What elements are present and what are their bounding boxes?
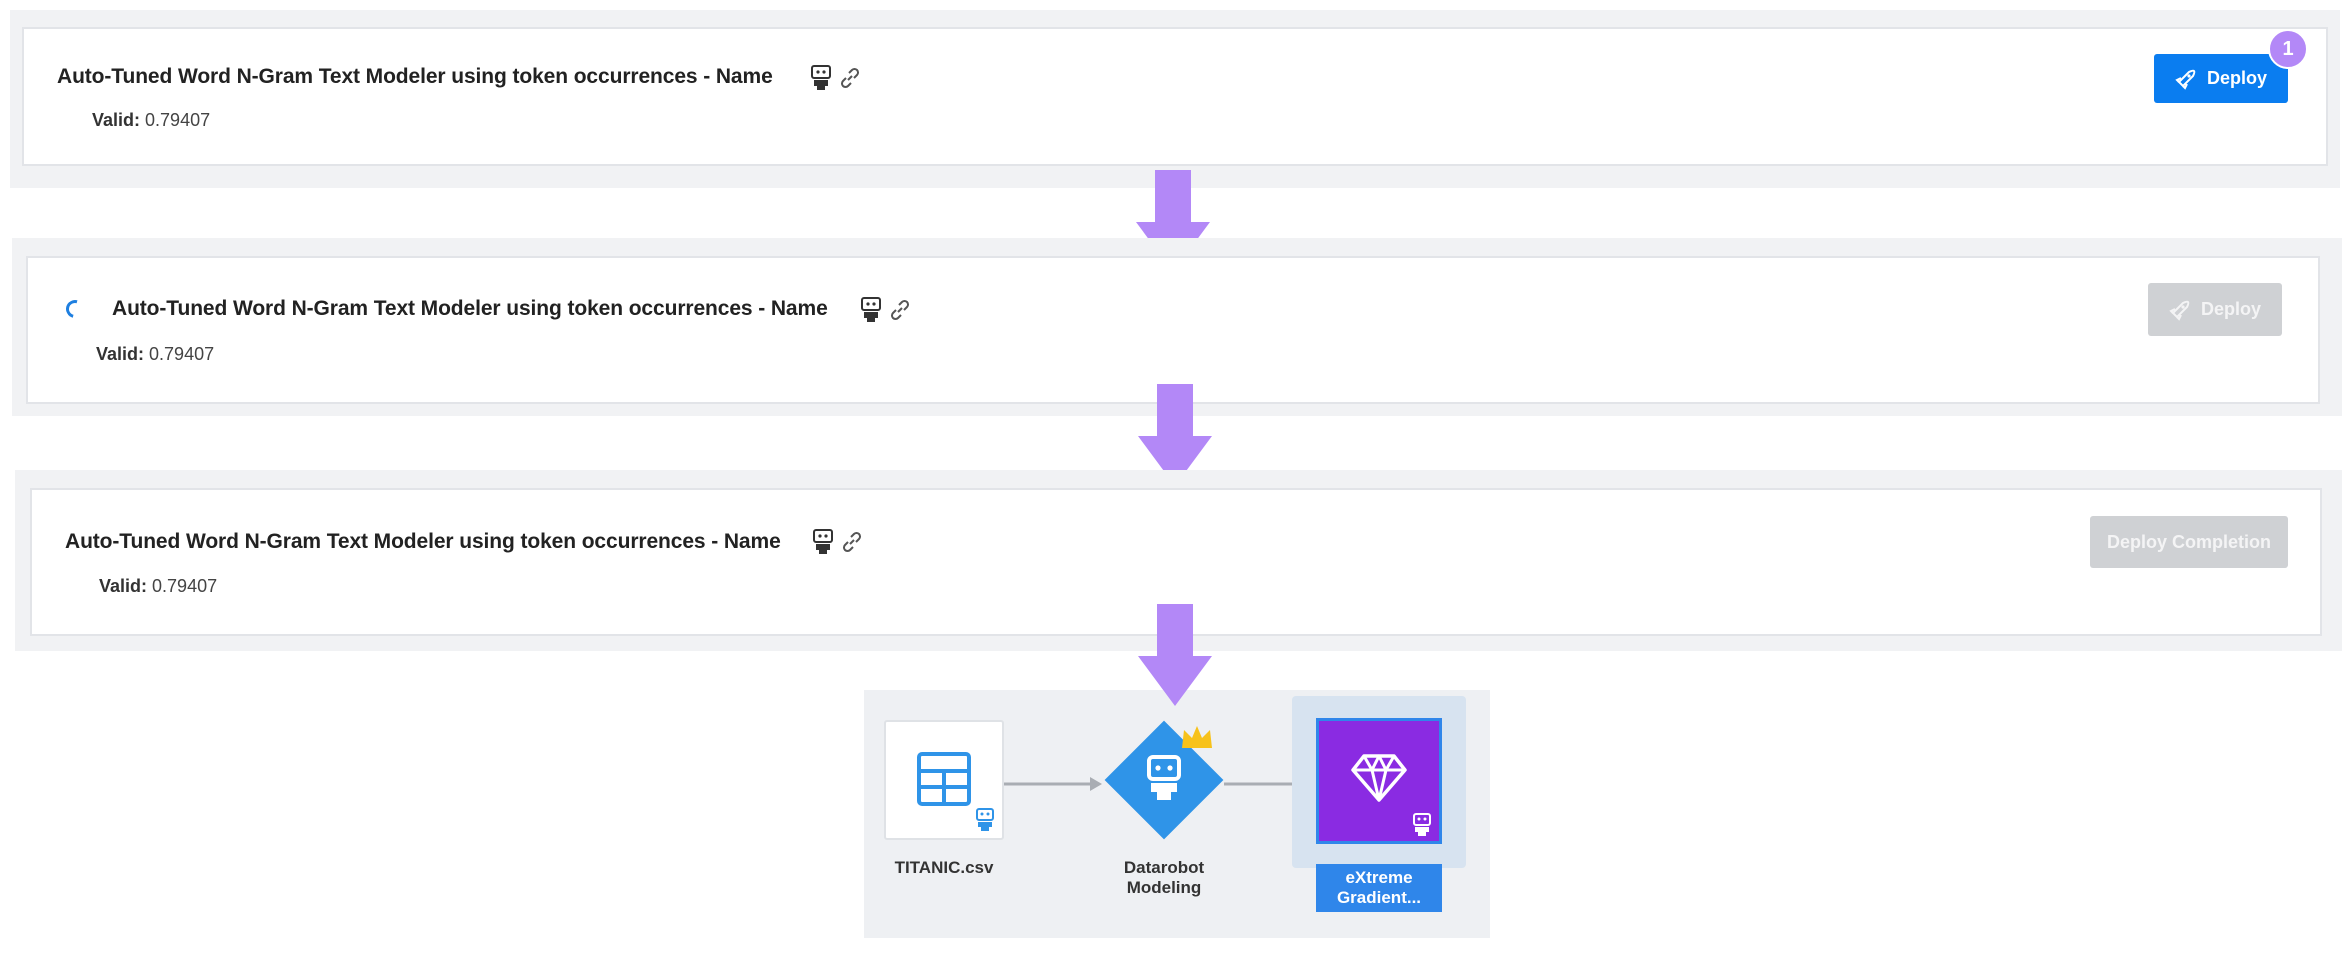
deploy-completion-button[interactable]: Deploy Completion (2090, 516, 2288, 568)
valid-score: Valid: 0.79407 (96, 344, 214, 365)
model-icons (808, 64, 862, 92)
robot-icon (1147, 755, 1181, 800)
rocket-icon (2175, 69, 2196, 90)
model-title: Auto-Tuned Word N-Gram Text Modeler usin… (65, 530, 781, 553)
valid-score: Valid: 0.79407 (92, 110, 210, 131)
deploy-completion-label: Deploy Completion (2106, 531, 2271, 552)
valid-label: Valid: (99, 576, 148, 596)
valid-label: Valid: (96, 344, 145, 364)
robot-badge-icon (1413, 813, 1431, 836)
valid-label: Valid: (92, 110, 141, 130)
valid-score: Valid: 0.79407 (99, 576, 217, 597)
model-card-1: Auto-Tuned Word N-Gram Text Modeler usin… (22, 27, 2328, 166)
link-icon[interactable] (888, 298, 912, 322)
xgboost-node[interactable] (1316, 718, 1442, 844)
dataset-node-label: TITANIC.csv (894, 858, 994, 877)
link-icon[interactable] (838, 66, 862, 90)
table-icon (917, 752, 971, 806)
link-icon[interactable] (840, 530, 864, 554)
robot-badge-icon (976, 808, 994, 831)
crown-icon (1182, 726, 1212, 748)
dataset-node[interactable] (884, 720, 1004, 840)
valid-value: 0.79407 (149, 344, 215, 364)
down-arrow-3 (1138, 604, 1212, 706)
modeling-node-label: Datarobot Modeling (1123, 858, 1205, 897)
valid-value: 0.79407 (152, 576, 218, 596)
loading-spinner-icon (62, 296, 88, 322)
model-title: Auto-Tuned Word N-Gram Text Modeler usin… (112, 297, 828, 320)
pipeline-diagram: TITANIC.csv Datarobot Modeling eXtreme G… (864, 690, 1490, 938)
model-icons (810, 528, 864, 556)
valid-value: 0.79407 (145, 110, 211, 130)
deploy-button-label: Deploy (2206, 68, 2267, 88)
xgboost-node-label: eXtreme Gradient... (1316, 864, 1442, 912)
robot-icon (861, 297, 881, 322)
step-badge: 1 (2268, 29, 2308, 69)
deploy-button[interactable]: Deploy (2154, 54, 2288, 103)
robot-icon (813, 529, 833, 554)
deploy-button-label: Deploy (2200, 299, 2261, 319)
model-card-2: Auto-Tuned Word N-Gram Text Modeler usin… (26, 256, 2320, 404)
model-icons (858, 296, 912, 324)
rocket-icon (2169, 300, 2190, 321)
robot-icon (811, 65, 831, 90)
connector-arrow (1002, 777, 1102, 791)
modeling-node[interactable] (1104, 720, 1224, 840)
deploy-button[interactable]: Deploy (2148, 283, 2282, 336)
down-arrow-2 (1138, 384, 1212, 486)
diamond-gem-icon (1351, 754, 1407, 802)
model-title: Auto-Tuned Word N-Gram Text Modeler usin… (57, 65, 773, 88)
